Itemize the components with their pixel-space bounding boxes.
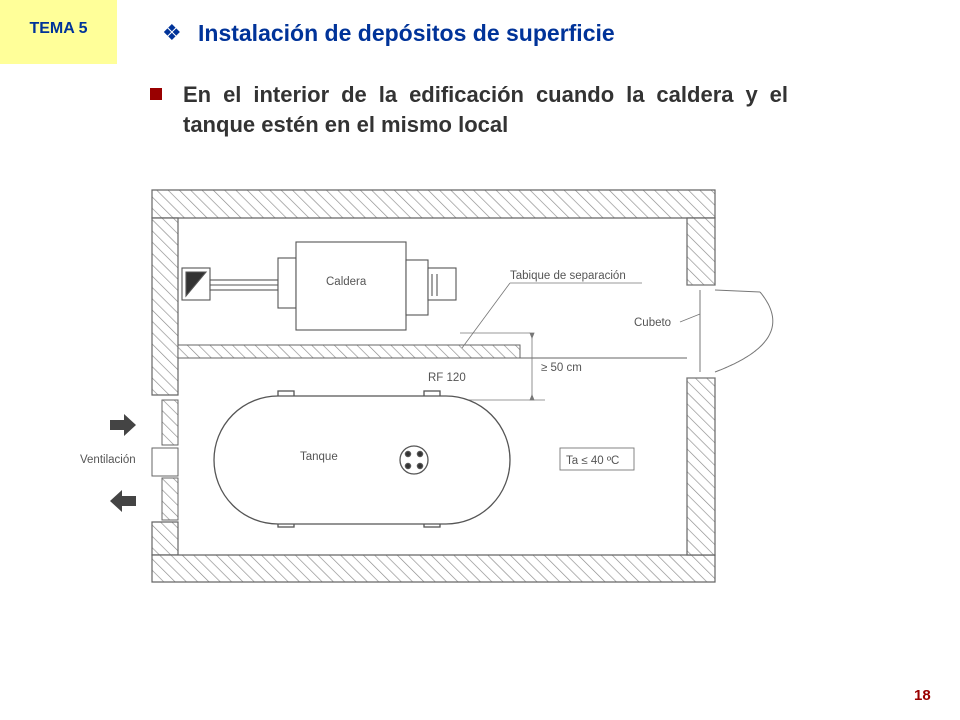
ventilation-openings (151, 399, 179, 521)
wall-right-lower (686, 377, 716, 556)
ventilation-label: Ventilación (80, 454, 136, 466)
cubeto-leader (679, 313, 701, 323)
partition-leader (461, 282, 511, 349)
vent-arrow-in-icon (110, 414, 136, 436)
separation-wall (177, 344, 521, 359)
temperature-label: Ta ≤ 40 ºC (566, 455, 619, 467)
slide-title: Instalación de depósitos de superficie (198, 20, 615, 46)
boiler-body (295, 241, 407, 331)
fire-rating-label: RF 120 (428, 372, 466, 384)
partition-label: Tabique de separación (510, 270, 626, 282)
tank-label: Tanque (300, 451, 338, 463)
tema-label: TEMA 5 (29, 20, 88, 37)
distance-label: ≥ 50 cm (541, 362, 582, 374)
cubeto-label: Cubeto (634, 317, 671, 329)
distance-dimension (458, 332, 545, 401)
boiler-label: Caldera (326, 276, 367, 288)
diamond-bullet-icon: ❖ (162, 20, 182, 45)
wall-left-lower (151, 521, 179, 556)
tank-body (213, 395, 511, 525)
tank (213, 390, 511, 528)
wall-top (151, 189, 716, 219)
wall-left-upper (151, 217, 179, 396)
room-walls (151, 189, 716, 583)
square-bullet-icon (150, 88, 162, 100)
boiler (181, 241, 457, 331)
temperature-box (559, 447, 635, 471)
page-number: 18 (914, 687, 931, 704)
vent-duct (151, 447, 179, 477)
wall-right-upper (686, 217, 716, 286)
bullet-text: En el interior de la edificación cuando … (183, 82, 788, 137)
vent-grille-lower (161, 477, 179, 521)
door (687, 284, 774, 379)
vent-arrow-out-icon (110, 490, 136, 512)
wall-bottom (151, 554, 716, 583)
tema-box: TEMA 5 (0, 0, 117, 64)
tank-fitting (399, 445, 429, 475)
vent-grille-upper (161, 399, 179, 446)
